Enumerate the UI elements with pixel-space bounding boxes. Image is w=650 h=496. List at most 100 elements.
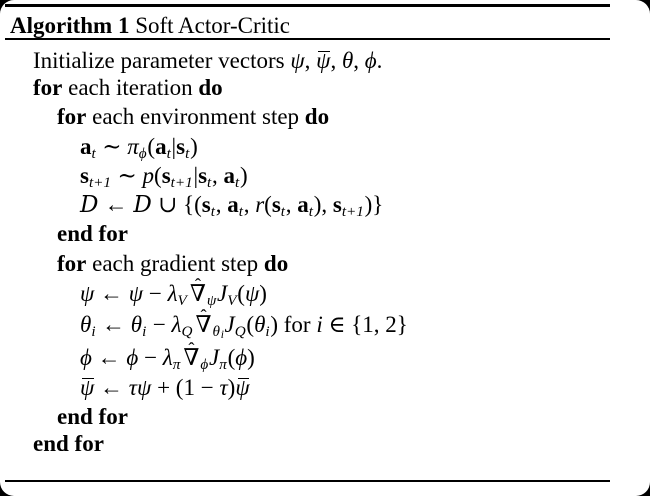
math-token: ( <box>246 312 255 337</box>
math-token: ( <box>264 192 272 217</box>
math-token: Q <box>181 322 193 340</box>
math-token: s <box>332 192 342 217</box>
math-token: ψ <box>128 281 144 306</box>
math-token: ψ <box>80 375 95 400</box>
math-token: ϕ <box>364 48 377 73</box>
math-token: s <box>161 163 171 188</box>
algorithm-title: Soft Actor-Critic <box>129 13 290 38</box>
algo-line-6: D ← D ∪ {(st, at, r(st, at), st+1)} <box>80 191 383 226</box>
math-token: ( <box>227 345 236 370</box>
math-token: | <box>171 134 177 159</box>
math-token: Q <box>234 322 246 340</box>
math-token: ψ <box>244 281 260 306</box>
math-token: + (1 − <box>151 375 220 400</box>
math-token: t <box>210 202 215 220</box>
math-token: ψ <box>235 375 250 400</box>
math-token: t <box>308 202 313 220</box>
algo-line-3: for each environment step do <box>57 103 329 131</box>
math-token: ← <box>98 192 134 217</box>
math-token: τ <box>219 375 228 400</box>
math-token: a <box>80 134 92 159</box>
nabla-hat-symbol: ∇ˆ <box>189 274 206 306</box>
math-token: ← <box>94 375 129 400</box>
math-token: ) <box>227 375 236 400</box>
math-token: ( <box>237 281 245 306</box>
math-token: θ <box>212 322 220 340</box>
math-token: each gradient step <box>86 251 264 276</box>
math-token: ) <box>190 134 198 159</box>
math-token: V <box>227 291 237 309</box>
math-token: , <box>304 48 317 73</box>
math-token: θ <box>130 312 143 337</box>
hat-accent: ˆ <box>200 305 207 326</box>
math-token: ϕ <box>200 355 209 373</box>
math-token: p <box>142 163 155 188</box>
math-token: i <box>142 322 147 340</box>
math-token: t <box>280 202 285 220</box>
math-token: )} <box>364 192 384 217</box>
math-token: . <box>376 48 383 73</box>
math-token: i <box>220 329 224 342</box>
algo-line-12: ψ ← τψ + (1 − τ)ψ <box>80 374 250 402</box>
math-token: t+1 <box>341 202 364 220</box>
algo-line-7: end for <box>57 220 128 248</box>
math-token: a <box>223 163 235 188</box>
nabla-hat-symbol: ∇ˆ <box>183 338 200 370</box>
math-token: t <box>166 144 171 162</box>
math-token: λ <box>167 281 178 306</box>
math-token: ) <box>259 281 267 306</box>
math-token: ∪ {( <box>152 192 202 217</box>
math-token: each environment step <box>86 104 305 129</box>
math-token: a <box>297 192 309 217</box>
math-token: J <box>224 312 235 337</box>
math-token: s <box>176 134 186 159</box>
algorithm-header: Algorithm 1 Soft Actor-Critic <box>10 12 290 39</box>
math-token: , <box>243 192 256 217</box>
math-token: , <box>330 48 342 73</box>
math-token: π <box>127 134 139 159</box>
math-token: s <box>198 163 208 188</box>
math-token: J <box>217 281 228 306</box>
math-token: do <box>263 251 289 276</box>
math-token: s <box>271 192 281 217</box>
algo-line-13: end for <box>57 403 128 431</box>
math-token: s <box>80 163 89 188</box>
algo-line-8: for each gradient step do <box>57 250 288 278</box>
math-token: i <box>91 322 96 340</box>
math-token: , <box>285 192 298 217</box>
math-token: ψ <box>137 375 152 400</box>
math-token: t+1 <box>88 173 111 191</box>
math-token: t <box>238 202 243 220</box>
math-token: π <box>172 355 181 373</box>
math-token: ∼ <box>96 134 128 159</box>
math-token: ( <box>154 163 162 188</box>
math-token: ψ <box>290 48 305 73</box>
math-token: ϕ <box>80 345 92 370</box>
math-token: ϕ <box>126 345 139 370</box>
math-token: τ <box>128 375 138 400</box>
math-token: θ <box>341 48 354 73</box>
math-token: ) <box>239 163 248 188</box>
math-token: a <box>155 134 167 159</box>
math-token: λ <box>162 345 173 370</box>
math-token: D <box>80 192 99 218</box>
algo-line-14: end for <box>33 430 104 458</box>
algo-line-4: at ∼ πϕ(at|st) <box>80 133 198 168</box>
math-token: i <box>316 312 323 337</box>
algo-line-2: for each iteration do <box>33 74 223 102</box>
math-token: end for <box>57 221 128 246</box>
nabla-hat-symbol: ∇ˆ <box>195 305 212 337</box>
math-token: t <box>91 144 96 162</box>
math-token: t <box>207 173 212 191</box>
math-token: ϕ <box>138 144 147 162</box>
math-token: ) <box>247 345 255 370</box>
bottom-rule <box>5 480 610 482</box>
math-token: ), <box>313 192 333 217</box>
math-token: do <box>198 75 223 100</box>
math-token: − <box>143 281 168 306</box>
math-token: J <box>209 345 220 370</box>
math-token: end for <box>57 404 128 429</box>
